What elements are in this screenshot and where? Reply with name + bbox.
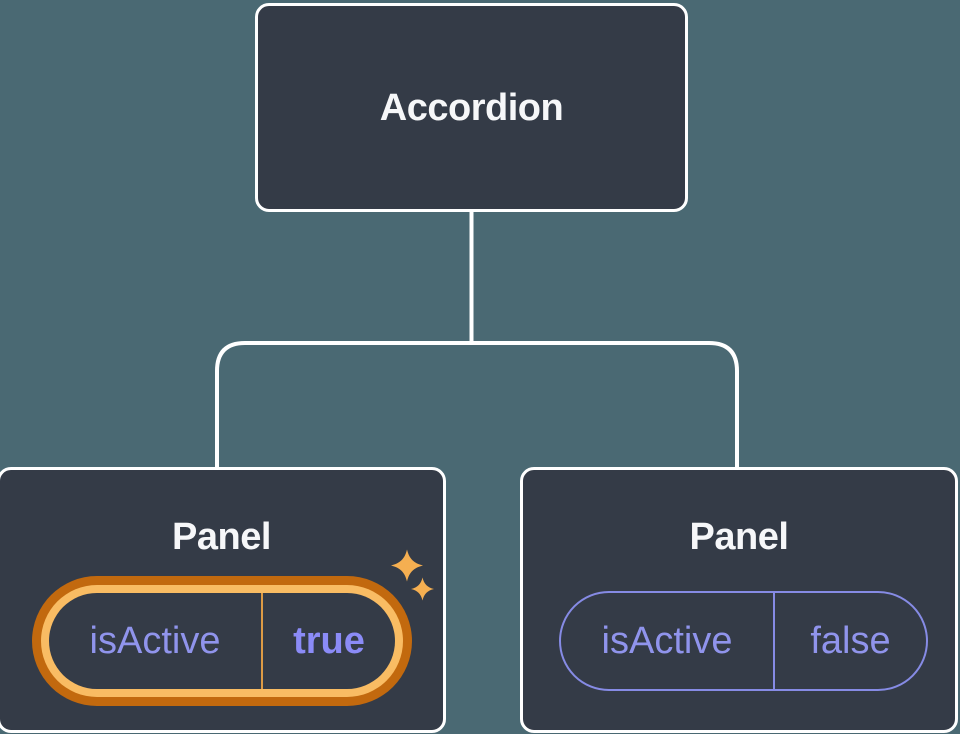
state-value: true (293, 620, 365, 662)
state-pill-inactive: isActive false (559, 591, 928, 691)
node-panel-inactive: Panel isActive false (520, 467, 958, 733)
node-panel-inactive-label: Panel (689, 516, 789, 558)
node-panel-active: Panel isActive true (0, 467, 446, 733)
state-key: isActive (561, 593, 775, 689)
edge-branch-bracket (215, 341, 739, 472)
node-accordion-label: Accordion (379, 86, 564, 129)
state-pill-active: isActive true (32, 576, 412, 706)
state-key: isActive (49, 593, 263, 689)
state-pill-active-inner-ring: isActive true (41, 585, 403, 697)
state-pill-active-body: isActive true (49, 593, 395, 689)
node-panel-active-label: Panel (172, 516, 271, 558)
node-accordion: Accordion (255, 3, 688, 212)
state-value: false (810, 620, 891, 662)
